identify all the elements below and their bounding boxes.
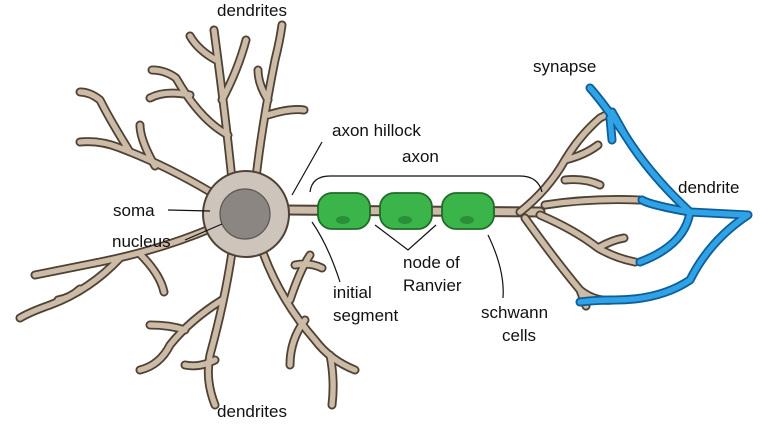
label-dendrites-bottom: dendrites: [217, 402, 287, 421]
label-synapse: synapse: [533, 57, 596, 76]
soma: [202, 170, 290, 258]
axon-hillock-leader: [291, 141, 323, 196]
nucleus-leader: [184, 223, 223, 241]
nucleus: [219, 188, 271, 240]
schwann-cells-leader: [487, 234, 504, 299]
label-schwann-cells-line2: cells: [502, 326, 536, 345]
dendrite-tree: [15, 20, 360, 410]
schwann-cell-2: [379, 192, 433, 230]
soma-leader: [167, 209, 211, 212]
dendrite-branches-fill: [17, 22, 358, 408]
label-schwann-cells-line1: schwann: [481, 303, 548, 322]
initial-segment-leader: [311, 221, 341, 283]
target-dendrite: [575, 83, 753, 307]
schwann-cell-3: [441, 192, 495, 230]
label-axon: axon: [402, 147, 439, 166]
node-of-ranvier-leader: [374, 224, 437, 251]
label-soma: soma: [113, 201, 155, 220]
label-axon-hillock: axon hillock: [332, 121, 421, 140]
label-nucleus: nucleus: [112, 232, 171, 251]
schwann-cell-1: [317, 192, 371, 230]
label-initial-segment-line1: initial: [333, 283, 372, 302]
label-dendrite: dendrite: [678, 178, 739, 197]
label-node-of-ranvier-line2: Ranvier: [403, 276, 462, 295]
target-dendrite-fill: [577, 85, 751, 305]
label-node-of-ranvier-line1: node of: [403, 253, 460, 272]
label-initial-segment-line2: segment: [333, 306, 398, 325]
leader-lines: [167, 141, 543, 299]
schwann-cells: [317, 192, 495, 230]
axon-bracket: [309, 175, 543, 193]
label-dendrites-top: dendrites: [217, 1, 287, 20]
labels: dendrites dendrites soma nucleus axon hi…: [112, 1, 739, 421]
